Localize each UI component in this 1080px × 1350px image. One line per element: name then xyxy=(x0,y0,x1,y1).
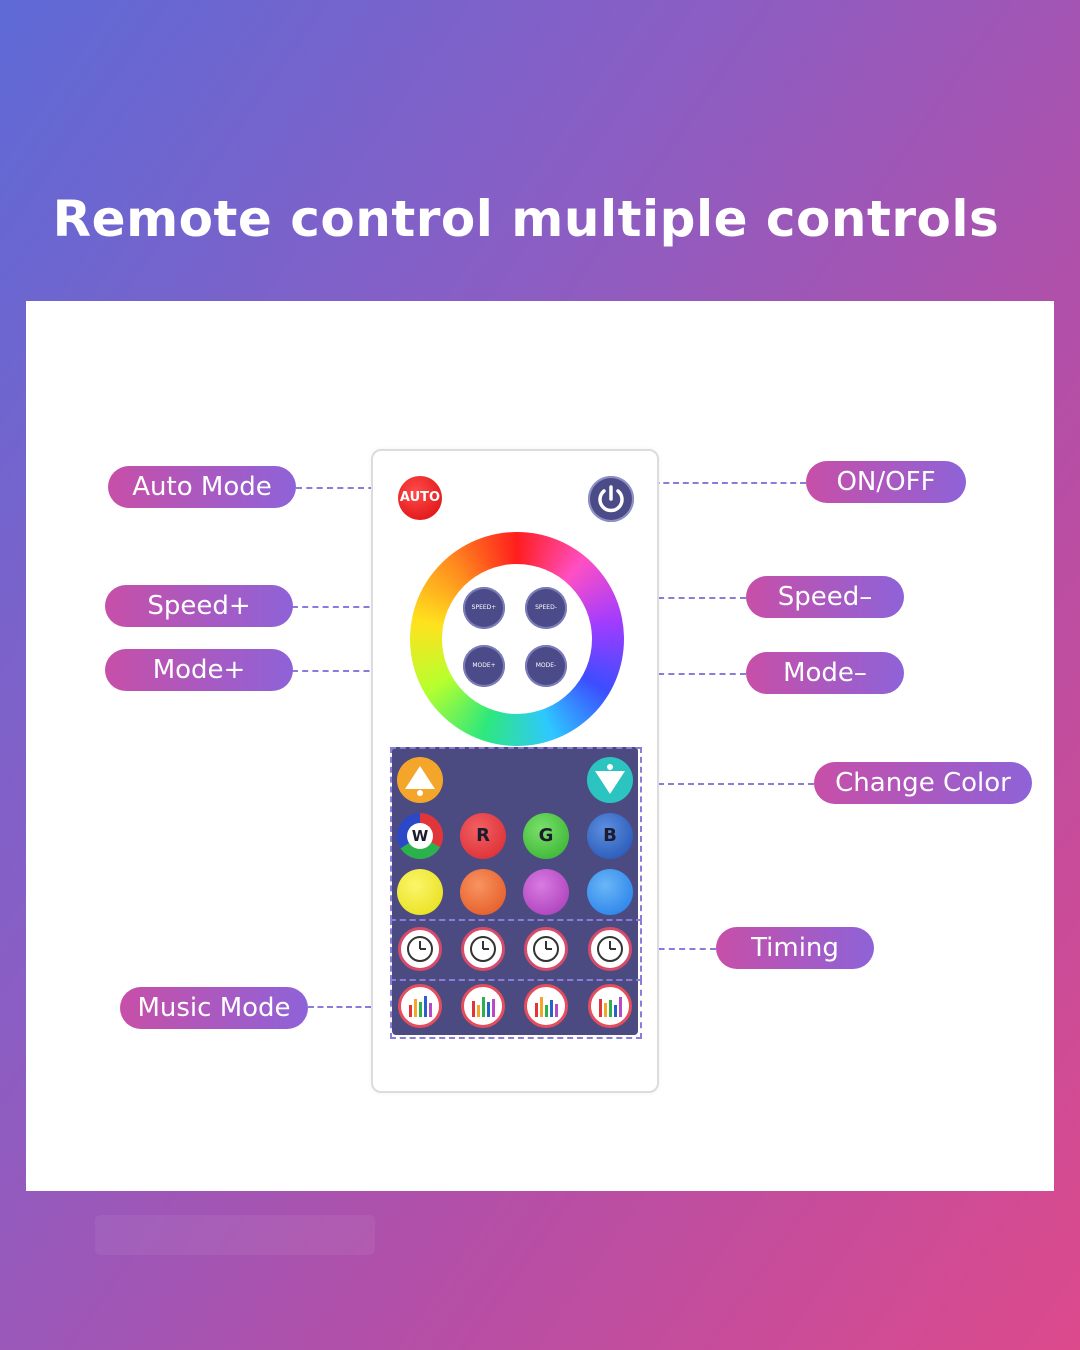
brightness-down-button[interactable] xyxy=(587,757,633,803)
equalizer-icon xyxy=(535,997,558,1017)
auto-button-label: AUTO xyxy=(399,490,441,505)
color-wheel[interactable] xyxy=(410,532,624,746)
label-music-mode: Music Mode xyxy=(120,987,308,1029)
timer-button-3[interactable] xyxy=(524,927,568,971)
purple-button[interactable] xyxy=(523,869,569,915)
power-button[interactable] xyxy=(588,476,634,522)
music-mode-group xyxy=(390,979,642,1039)
auto-button[interactable]: AUTO xyxy=(398,476,442,520)
mode-plus-button[interactable]: MODE+ xyxy=(463,645,505,687)
change-color-group xyxy=(390,747,642,921)
speed-plus-button[interactable]: SPEED+ xyxy=(463,587,505,629)
equalizer-icon xyxy=(472,997,495,1017)
brightness-up-button[interactable] xyxy=(397,757,443,803)
label-timing: Timing xyxy=(716,927,874,969)
orange-button[interactable] xyxy=(460,869,506,915)
equalizer-icon xyxy=(409,996,432,1017)
leader-timing xyxy=(638,948,716,950)
arrow-up-icon xyxy=(405,766,435,796)
power-icon xyxy=(598,485,624,513)
content-panel: Auto Mode ON/OFF Speed+ Speed– Mode+ Mod… xyxy=(26,301,1054,1191)
speed-minus-button[interactable]: SPEED- xyxy=(525,587,567,629)
white-button-label: W xyxy=(407,823,433,849)
button-grid: W R G B xyxy=(392,747,638,1035)
page-title: Remote control multiple controls xyxy=(52,190,1000,248)
speed-minus-button-label: SPEED- xyxy=(535,604,557,611)
mode-plus-button-label: MODE+ xyxy=(472,662,496,669)
green-button-label: G xyxy=(538,825,554,846)
mode-minus-button-label: MODE- xyxy=(535,662,557,669)
timer-button-2[interactable] xyxy=(461,927,505,971)
green-button[interactable]: G xyxy=(523,813,569,859)
label-change-color: Change Color xyxy=(814,762,1032,804)
clock-icon xyxy=(533,936,559,962)
red-button[interactable]: R xyxy=(460,813,506,859)
timer-button-1[interactable] xyxy=(398,927,442,971)
label-auto-mode: Auto Mode xyxy=(108,466,296,508)
white-button[interactable]: W xyxy=(397,813,443,859)
mode-minus-button[interactable]: MODE- xyxy=(525,645,567,687)
blue-button[interactable]: B xyxy=(587,813,633,859)
red-button-label: R xyxy=(476,825,490,846)
leader-power xyxy=(634,482,806,484)
remote-control: AUTO SPEED+ SPEED- MODE+ MODE- xyxy=(371,449,659,1093)
timer-button-4[interactable] xyxy=(588,927,632,971)
music-mode-button-4[interactable] xyxy=(588,984,632,1028)
label-speed-minus: Speed– xyxy=(746,576,904,618)
music-mode-button-1[interactable] xyxy=(398,984,442,1028)
bottom-glow xyxy=(95,1215,375,1255)
music-mode-button-3[interactable] xyxy=(524,984,568,1028)
clock-icon xyxy=(407,936,433,962)
leader-music-mode xyxy=(308,1006,390,1008)
label-speed-plus: Speed+ xyxy=(105,585,293,627)
label-mode-plus: Mode+ xyxy=(105,649,293,691)
equalizer-icon xyxy=(599,997,622,1017)
blue-button-label: B xyxy=(603,825,617,846)
clock-icon xyxy=(470,936,496,962)
speed-plus-button-label: SPEED+ xyxy=(471,604,497,611)
yellow-button[interactable] xyxy=(397,869,443,915)
label-mode-minus: Mode– xyxy=(746,652,904,694)
arrow-down-icon xyxy=(595,764,625,794)
label-on-off: ON/OFF xyxy=(806,461,966,503)
clock-icon xyxy=(597,936,623,962)
leader-change-color xyxy=(638,783,814,785)
music-mode-button-2[interactable] xyxy=(461,984,505,1028)
timing-group xyxy=(390,919,642,981)
leader-auto xyxy=(296,487,426,489)
light-blue-button[interactable] xyxy=(587,869,633,915)
